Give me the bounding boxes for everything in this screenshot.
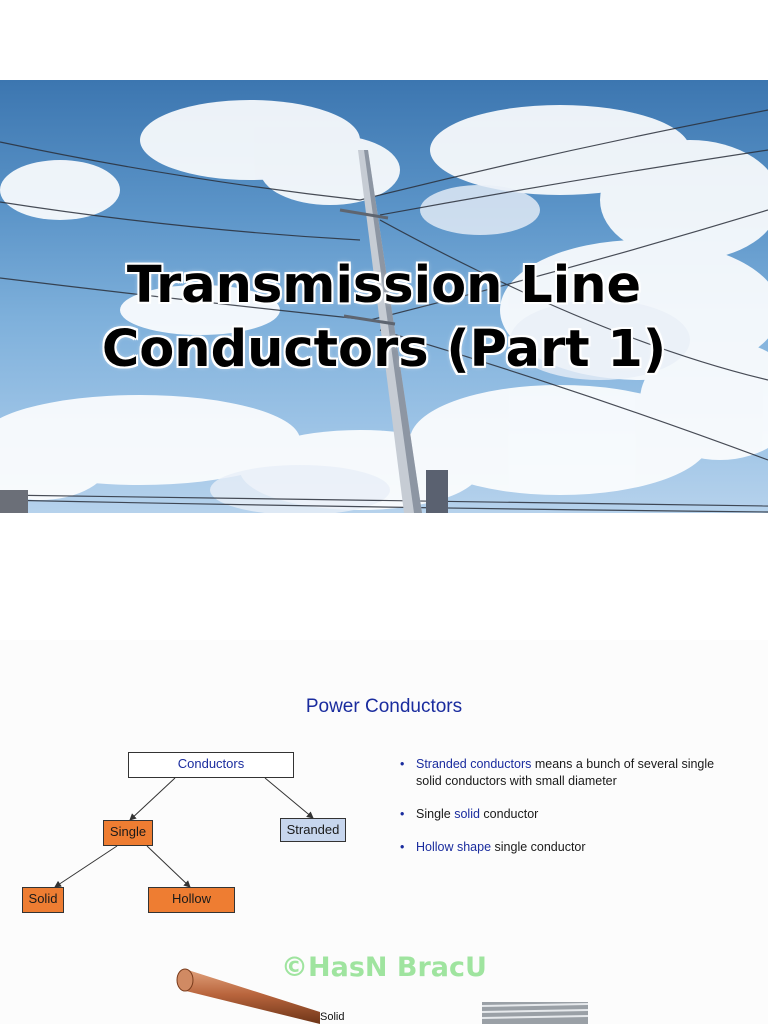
tree-connectors bbox=[54, 777, 314, 888]
solid-conductor-image bbox=[176, 968, 320, 1024]
bullet-solid-highlight: solid bbox=[454, 807, 480, 821]
bullet-hollow: Hollow shape single conductor bbox=[400, 839, 740, 856]
bullet-solid: Single solid conductor bbox=[400, 806, 740, 823]
hollow-conductor-image bbox=[482, 1002, 588, 1024]
slide-title-line1: Transmission Line bbox=[126, 256, 642, 315]
tree-node-conductors: Conductors bbox=[128, 752, 294, 778]
bullet-solid-prefix: Single bbox=[416, 807, 455, 821]
sky-power-line-photo bbox=[0, 100, 768, 513]
bullet-hollow-highlight: Hollow shape bbox=[416, 840, 492, 854]
bullet-solid-text: conductor bbox=[479, 807, 539, 821]
bullet-stranded-highlight: Stranded conductors bbox=[416, 757, 532, 771]
power-conductors-slide: Power Conductors Conductors Single Stran… bbox=[0, 640, 768, 1024]
solid-image-label: Solid bbox=[320, 1011, 345, 1023]
power-conductors-title: Power Conductors bbox=[305, 696, 463, 717]
bullet-list: Stranded conductors means a bunch of sev… bbox=[400, 756, 740, 872]
tree-node-solid: Solid bbox=[22, 887, 64, 913]
tree-node-single: Single bbox=[103, 820, 153, 846]
slide-title-line2: Conductors (Part 1) bbox=[101, 320, 667, 379]
slide-title: Transmission Line Conductors (Part 1) bbox=[0, 254, 768, 382]
tree-node-stranded: Stranded bbox=[280, 818, 346, 842]
bullet-stranded: Stranded conductors means a bunch of sev… bbox=[400, 756, 740, 790]
watermark: ©HasN BracU bbox=[281, 952, 487, 983]
bullet-hollow-text: single conductor bbox=[491, 840, 586, 854]
tree-node-hollow: Hollow bbox=[148, 887, 235, 913]
bullet-stranded-text: means a bunch of several single solid co… bbox=[416, 757, 715, 788]
title-slide: Transmission Line Conductors (Part 1) bbox=[0, 80, 768, 513]
